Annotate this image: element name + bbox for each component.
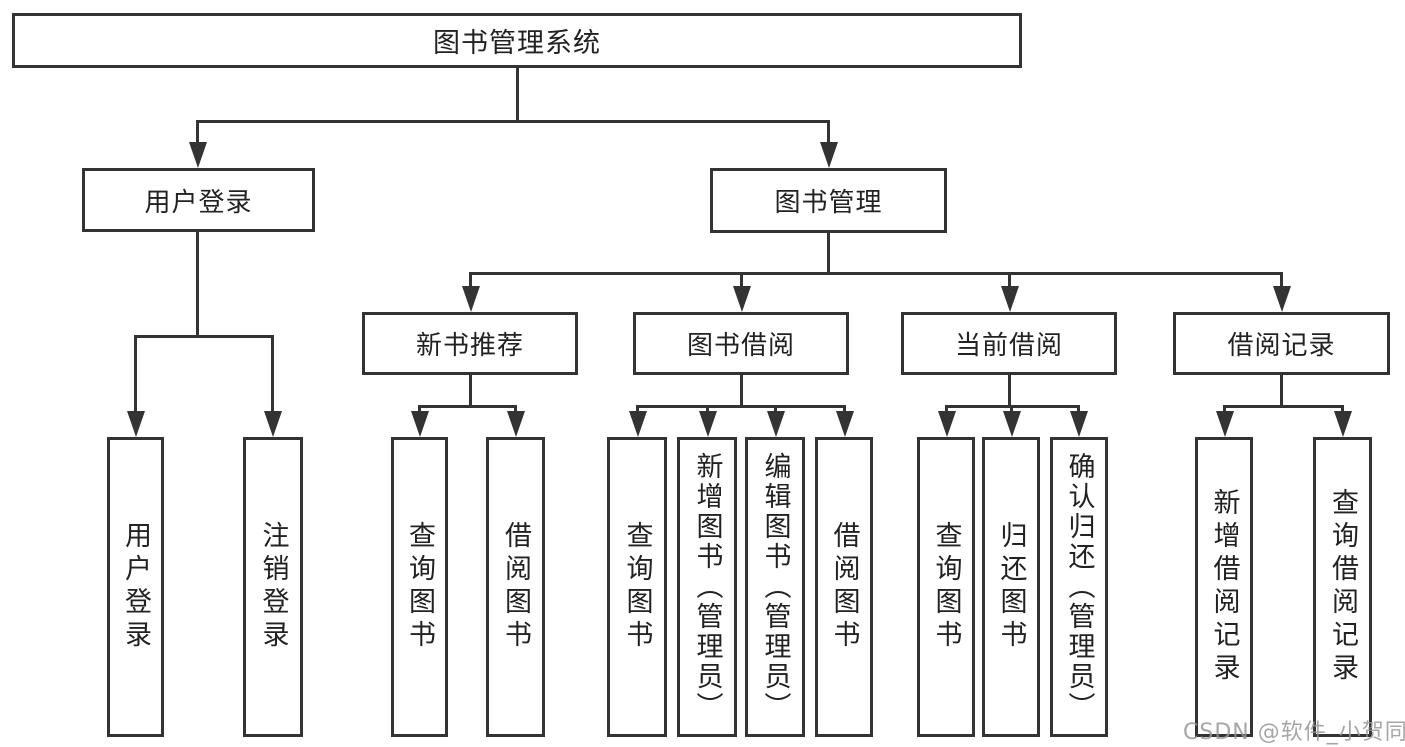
arrowhead-icon — [411, 411, 429, 437]
connector-shaft — [636, 405, 639, 415]
connector-book-mgmt-stub — [827, 233, 830, 272]
leaf-query-books-new-book: 查询图书 — [391, 437, 448, 737]
arrowhead-icon — [836, 411, 854, 437]
arrowhead-icon — [264, 411, 282, 437]
connector-user-login-rail — [134, 335, 274, 338]
leaf-borrow-books-new-book: 借阅图书 — [486, 437, 545, 737]
leaf-query-books-current-label: 查询图书 — [930, 521, 962, 653]
arrowhead-icon — [1334, 411, 1352, 437]
arrowhead-icon — [1273, 286, 1291, 312]
connector-level1-rail — [196, 120, 830, 123]
connector-shaft — [1077, 405, 1080, 415]
node-current-borrowing: 当前借阅 — [901, 312, 1117, 375]
leaf-query-books-current: 查询图书 — [917, 437, 975, 737]
connector-shaft — [706, 405, 709, 415]
leaf-logout-login-label: 注销登录 — [257, 521, 289, 653]
arrowhead-icon — [1070, 411, 1088, 437]
leaf-add-borrow-record-label: 新增借阅记录 — [1208, 488, 1240, 686]
node-book-borrowing: 图书借阅 — [633, 312, 849, 375]
connector-shaft — [1010, 405, 1013, 415]
leaf-edit-books-admin: 编辑图书（管理员） — [745, 437, 805, 737]
connector-level2-rail — [469, 272, 1282, 275]
connector-root-stub — [516, 68, 519, 120]
node-root: 图书管理系统 — [12, 13, 1022, 68]
connector-shaft — [1223, 405, 1226, 415]
leaf-add-books-admin-label: 新增图书（管理员） — [691, 452, 723, 722]
leaf-user-login: 用户登录 — [107, 437, 164, 737]
leaf-borrow-books-new-book-label: 借阅图书 — [500, 521, 531, 653]
leaf-borrow-books-borrowing: 借阅图书 — [815, 437, 873, 737]
node-borrow-records: 借阅记录 — [1173, 312, 1390, 375]
connector-shaft — [774, 405, 777, 415]
arrowhead-icon — [699, 411, 717, 437]
connector-shaft — [514, 405, 517, 415]
connector-shaft — [1341, 405, 1344, 415]
arrowhead-icon — [733, 286, 751, 312]
connector-shaft — [134, 335, 137, 413]
leaf-add-books-admin: 新增图书（管理员） — [677, 437, 737, 737]
arrowhead-icon — [1216, 411, 1234, 437]
arrowhead-icon — [767, 411, 785, 437]
leaf-confirm-return-admin-label: 确认归还（管理员） — [1063, 452, 1095, 722]
node-new-book-recommend: 新书推荐 — [362, 312, 578, 375]
connector-current-stub — [1008, 375, 1011, 405]
leaf-edit-books-admin-label: 编辑图书（管理员） — [759, 452, 791, 722]
leaf-query-books-borrowing: 查询图书 — [607, 437, 667, 737]
arrowhead-icon — [1001, 286, 1019, 312]
connector-new-book-stub — [469, 375, 472, 405]
watermark: CSDN @软件_小贺同学 — [1183, 720, 1405, 745]
leaf-borrow-books-borrowing-label: 借阅图书 — [828, 521, 860, 653]
leaf-query-books-new-book-label: 查询图书 — [404, 521, 435, 653]
connector-borrowing-rail — [636, 405, 845, 408]
connector-borrowing-stub — [740, 375, 743, 405]
arrowhead-icon — [938, 411, 956, 437]
arrowhead-icon — [507, 411, 525, 437]
connector-shaft — [827, 120, 830, 146]
node-user-login: 用户登录 — [82, 168, 315, 232]
leaf-logout-login: 注销登录 — [243, 437, 303, 737]
connector-records-stub — [1280, 375, 1283, 405]
connector-shaft — [1280, 272, 1283, 290]
arrowhead-icon — [820, 142, 838, 168]
connector-user-login-stub — [196, 232, 199, 335]
arrowhead-icon — [462, 286, 480, 312]
connector-shaft — [740, 272, 743, 290]
connector-new-book-rail — [418, 405, 517, 408]
node-book-management: 图书管理 — [710, 168, 947, 233]
leaf-confirm-return-admin: 确认归还（管理员） — [1050, 437, 1108, 737]
leaf-user-login-label: 用户登录 — [120, 521, 151, 653]
connector-shaft — [469, 272, 472, 290]
arrowhead-icon — [189, 142, 207, 168]
connector-shaft — [418, 405, 421, 415]
leaf-query-borrow-record: 查询借阅记录 — [1313, 437, 1372, 737]
connector-shaft — [271, 335, 274, 413]
connector-records-rail — [1223, 405, 1343, 408]
arrowhead-icon — [127, 411, 145, 437]
connector-shaft — [1008, 272, 1011, 290]
arrowhead-icon — [629, 411, 647, 437]
leaf-add-borrow-record: 新增借阅记录 — [1195, 437, 1253, 737]
connector-shaft — [196, 120, 199, 146]
connector-shaft — [945, 405, 948, 415]
arrowhead-icon — [1003, 411, 1021, 437]
connector-shaft — [843, 405, 846, 415]
leaf-query-borrow-record-label: 查询借阅记录 — [1327, 488, 1358, 686]
leaf-query-books-borrowing-label: 查询图书 — [621, 521, 653, 653]
leaf-return-books: 归还图书 — [982, 437, 1040, 737]
leaf-return-books-label: 归还图书 — [995, 521, 1027, 653]
